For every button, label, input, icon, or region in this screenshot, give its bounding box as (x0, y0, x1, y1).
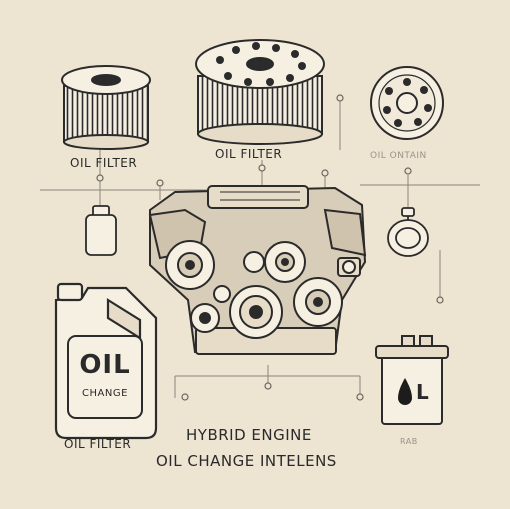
oil-jug-sub-label: CHANGE (82, 388, 128, 399)
oil-jug-main-label: OIL (79, 350, 131, 380)
oil-filter-left-icon (61, 65, 151, 150)
dipstick-gauge-icon (387, 207, 429, 257)
oil-filter-left-label: OIL FILTER (70, 156, 138, 170)
title-line-1: HYBRID ENGINE (186, 426, 312, 444)
oil-filter-center-label: OIL FILTER (215, 147, 283, 161)
oil-filter-center-icon (195, 39, 325, 145)
title-line-2: OIL CHANGE INTELENS (156, 452, 337, 470)
connector-dots (96, 94, 444, 401)
oil-filter-bottom-label: OIL FILTER (64, 437, 132, 451)
oil-can-box-icon (375, 335, 449, 425)
engine-icon (148, 185, 367, 355)
filter-cap-icon (370, 66, 444, 140)
oil-can-mark-label: L (416, 380, 430, 404)
oil-jug-icon (54, 282, 158, 440)
oil-container-label: OIL ONTAIN (370, 151, 427, 161)
oil-can-caption-label: RAB (400, 437, 418, 446)
connector-lines (40, 100, 480, 398)
small-bottle-icon (85, 205, 117, 256)
